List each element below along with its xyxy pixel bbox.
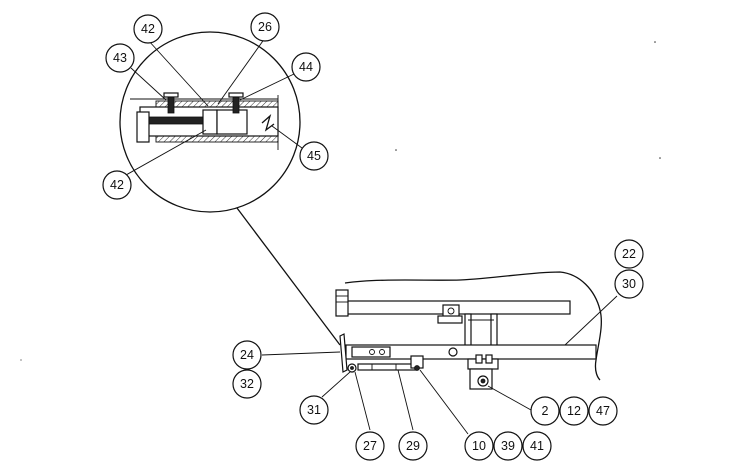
callout-32: 32: [232, 369, 262, 399]
frame-break-outline: [344, 271, 602, 381]
detail-bolt-left: [167, 94, 175, 114]
svg-text:10: 10: [472, 439, 486, 453]
upper-fitting: [442, 304, 460, 318]
svg-text:30: 30: [622, 277, 636, 291]
leader-lines: [125, 37, 618, 435]
svg-text:44: 44: [299, 60, 313, 74]
detail-rod: [148, 116, 208, 125]
callout-42-bottom: 42: [102, 170, 132, 200]
svg-text:2: 2: [542, 404, 549, 418]
svg-text:42: 42: [110, 178, 124, 192]
tie-rod: [357, 363, 417, 371]
callout-31: 31: [299, 395, 329, 425]
callout-24: 24: [232, 340, 262, 370]
callout-47: 47: [588, 396, 618, 426]
detail-view: [119, 31, 301, 213]
svg-text:12: 12: [567, 404, 581, 418]
detail-right-block: [216, 109, 248, 135]
callout-12: 12: [559, 396, 589, 426]
callouts: 42 26 43 44 45 42 22 30: [102, 12, 644, 461]
detail-end-cap: [136, 111, 150, 143]
callout-10: 10: [464, 431, 494, 461]
callout-45: 45: [299, 141, 329, 171]
vertical-link-2: [490, 313, 498, 349]
svg-text:31: 31: [307, 403, 321, 417]
callout-41: 41: [522, 431, 552, 461]
svg-text:43: 43: [113, 51, 127, 65]
callout-39: 39: [493, 431, 523, 461]
svg-text:24: 24: [240, 348, 254, 362]
left-bracket-plate: [351, 346, 391, 358]
detail-circle: [119, 31, 301, 213]
callout-2: 2: [530, 396, 560, 426]
svg-text:42: 42: [141, 22, 155, 36]
lower-right-bracket: [467, 358, 499, 370]
svg-text:26: 26: [258, 20, 272, 34]
callout-30: 30: [614, 269, 644, 299]
svg-text:22: 22: [622, 247, 636, 261]
callout-43: 43: [105, 43, 135, 73]
rail-pin: [448, 347, 458, 357]
lever-handle: [339, 333, 348, 373]
callout-42-top: 42: [133, 14, 163, 44]
callout-29: 29: [398, 431, 428, 461]
svg-text:32: 32: [240, 377, 254, 391]
callout-22: 22: [614, 239, 644, 269]
svg-text:45: 45: [307, 149, 321, 163]
main-assembly: [335, 271, 602, 390]
detail-bottom-plate: [155, 135, 279, 143]
svg-text:27: 27: [363, 439, 377, 453]
scan-specks: [20, 41, 661, 361]
detail-bolt-right: [232, 94, 240, 114]
left-post: [335, 289, 349, 317]
vertical-link-1: [464, 313, 472, 349]
svg-text:47: 47: [596, 404, 610, 418]
svg-text:29: 29: [406, 439, 420, 453]
callout-44: 44: [291, 52, 321, 82]
callout-26: 26: [250, 12, 280, 42]
svg-text:41: 41: [530, 439, 544, 453]
svg-text:39: 39: [501, 439, 515, 453]
detail-leader-line: [236, 207, 341, 346]
callout-27: 27: [355, 431, 385, 461]
